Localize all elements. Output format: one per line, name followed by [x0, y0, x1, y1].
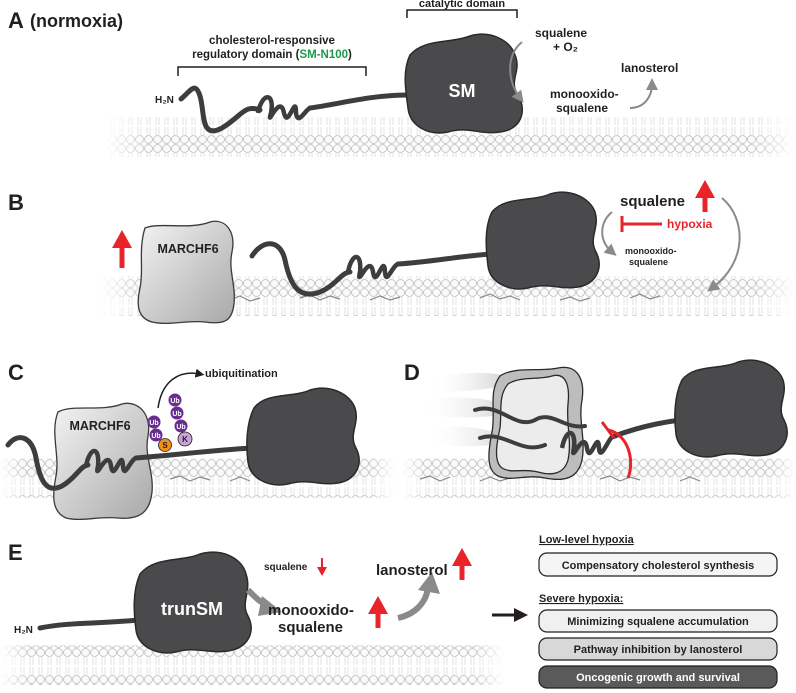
- degrading-tether: [473, 406, 587, 450]
- arrow-mono-to-lanosterol-a: [629, 78, 658, 109]
- helix-d: [559, 430, 614, 456]
- h2n-label-e: H₂N: [14, 625, 33, 636]
- catalytic-bracket: [406, 9, 518, 18]
- tether-a: [178, 85, 263, 134]
- panel-c-label: C: [8, 360, 24, 385]
- hypoxia-label-b: hypoxia: [667, 217, 713, 231]
- panel-b-label: B: [8, 190, 24, 215]
- squalene-label-b: squalene: [620, 193, 685, 210]
- arrow-squalene-to-mono-b: [601, 211, 617, 256]
- sm-catalytic-domain-b: [485, 191, 600, 290]
- linker-a: [307, 92, 411, 111]
- squalene-up-arrow-head: [695, 180, 715, 198]
- svg-text:Ub: Ub: [149, 420, 158, 427]
- svg-text:Ub: Ub: [176, 424, 185, 431]
- svg-text:Ub: Ub: [172, 411, 181, 418]
- regulatory-label-1: cholesterol-responsive: [209, 35, 335, 47]
- arrow-to-lanosterol-e-head: [418, 572, 440, 594]
- linker-d: [609, 417, 683, 440]
- ubiquitination-arrow: [157, 368, 205, 409]
- svg-text:S: S: [162, 441, 168, 450]
- sm-catalytic-domain-c: [246, 387, 360, 486]
- marchf6-protein-b: [137, 220, 235, 325]
- low-level-title: Low-level hypoxia: [539, 534, 635, 546]
- svg-text:K: K: [182, 435, 188, 444]
- panel-d-label: D: [404, 360, 420, 385]
- box-oncogenic-text: Oncogenic growth and survival: [576, 672, 740, 684]
- marchf6-up-arrow-head: [112, 230, 132, 248]
- mono-label-b-1: monooxido-: [625, 246, 677, 256]
- lanosterol-up-arrow-head: [452, 548, 472, 566]
- helix-c: [83, 448, 138, 474]
- box-compensatory: [538, 552, 778, 577]
- lanosterol-label-e: lanosterol: [376, 562, 448, 579]
- membrane-e: [0, 645, 505, 685]
- arrow-to-mono-e-head: [258, 596, 282, 616]
- arrow-to-lanosterol-e-shaft: [397, 587, 431, 621]
- sm-catalytic-domain-d: [674, 359, 788, 458]
- regulatory-bracket: [177, 66, 367, 76]
- helix-b: [345, 254, 400, 280]
- panel-e-label: E: [8, 540, 23, 565]
- sm-catalytic-domain: [404, 33, 523, 134]
- box-minimizing-text: Minimizing squalene accumulation: [567, 616, 749, 628]
- ub-chain-s: Ub Ub S: [147, 415, 172, 452]
- panel-a-condition: (normoxia): [30, 11, 123, 31]
- arrow-squalene-accumulation: [707, 197, 741, 292]
- mono-up-arrow-head: [368, 596, 388, 614]
- o2-label: + O₂: [553, 40, 578, 54]
- box-minimizing: [538, 609, 778, 633]
- h2n-label-a: H₂N: [155, 95, 174, 106]
- ubiquitination-label: ubiquitination: [205, 368, 278, 380]
- degrading-marchf6-front: [495, 374, 571, 475]
- regulatory-label-2: regulatory domain (SM-N100): [192, 49, 352, 61]
- helix-a: [255, 95, 312, 121]
- mono-label-e-2: squalene: [278, 619, 343, 636]
- mono-label-b-2: squalene: [629, 257, 668, 267]
- trunsm-label: trunSM: [161, 599, 223, 619]
- arrow-squalene-to-mono-a: [509, 41, 524, 103]
- box-compensatory-text: Compensatory cholesterol synthesis: [562, 560, 755, 572]
- stabilization-inhibition: [607, 428, 633, 479]
- box-pathway-inhibition-text: Pathway inhibition by lanosterol: [574, 644, 743, 656]
- severe-title: Severe hypoxia:: [539, 593, 623, 605]
- catalytic-label: catalytic domain: [419, 0, 505, 10]
- box-oncogenic: [538, 665, 778, 689]
- mono-label-a-1: monooxido-: [550, 87, 619, 101]
- mono-label-e-1: monooxido-: [268, 602, 354, 619]
- lysine-residue: [177, 431, 193, 447]
- squalene-label-a: squalene: [535, 26, 587, 40]
- sm-label: SM: [449, 81, 476, 101]
- mono-label-a-2: squalene: [556, 101, 608, 115]
- squalene-down-arrow-head: [317, 567, 327, 576]
- marchf6-label-b: MARCHF6: [157, 242, 218, 256]
- hypoxia-inhibition: [620, 216, 662, 232]
- truncated-tether: [37, 617, 141, 631]
- ub-chain-k: Ub Ub Ub K: [168, 393, 193, 447]
- squalene-label-e: squalene: [264, 562, 308, 573]
- panel-a-label: A: [8, 8, 24, 33]
- linker-b: [395, 251, 495, 267]
- serine-residue: [158, 438, 172, 452]
- marchf6-label-c: MARCHF6: [69, 419, 130, 433]
- tether-c: [5, 435, 91, 491]
- svg-text:Ub: Ub: [151, 433, 160, 440]
- svg-text:Ub: Ub: [170, 398, 179, 405]
- linker-c: [133, 445, 255, 461]
- lanosterol-label-a: lanosterol: [621, 61, 678, 75]
- trunsm-protein: [133, 551, 252, 654]
- summary-arrow-head: [514, 608, 528, 622]
- inhibition-bar-d: [600, 421, 616, 439]
- box-pathway-inhibition: [538, 637, 778, 661]
- tether-b: [249, 241, 353, 297]
- membrane-d: [402, 458, 796, 498]
